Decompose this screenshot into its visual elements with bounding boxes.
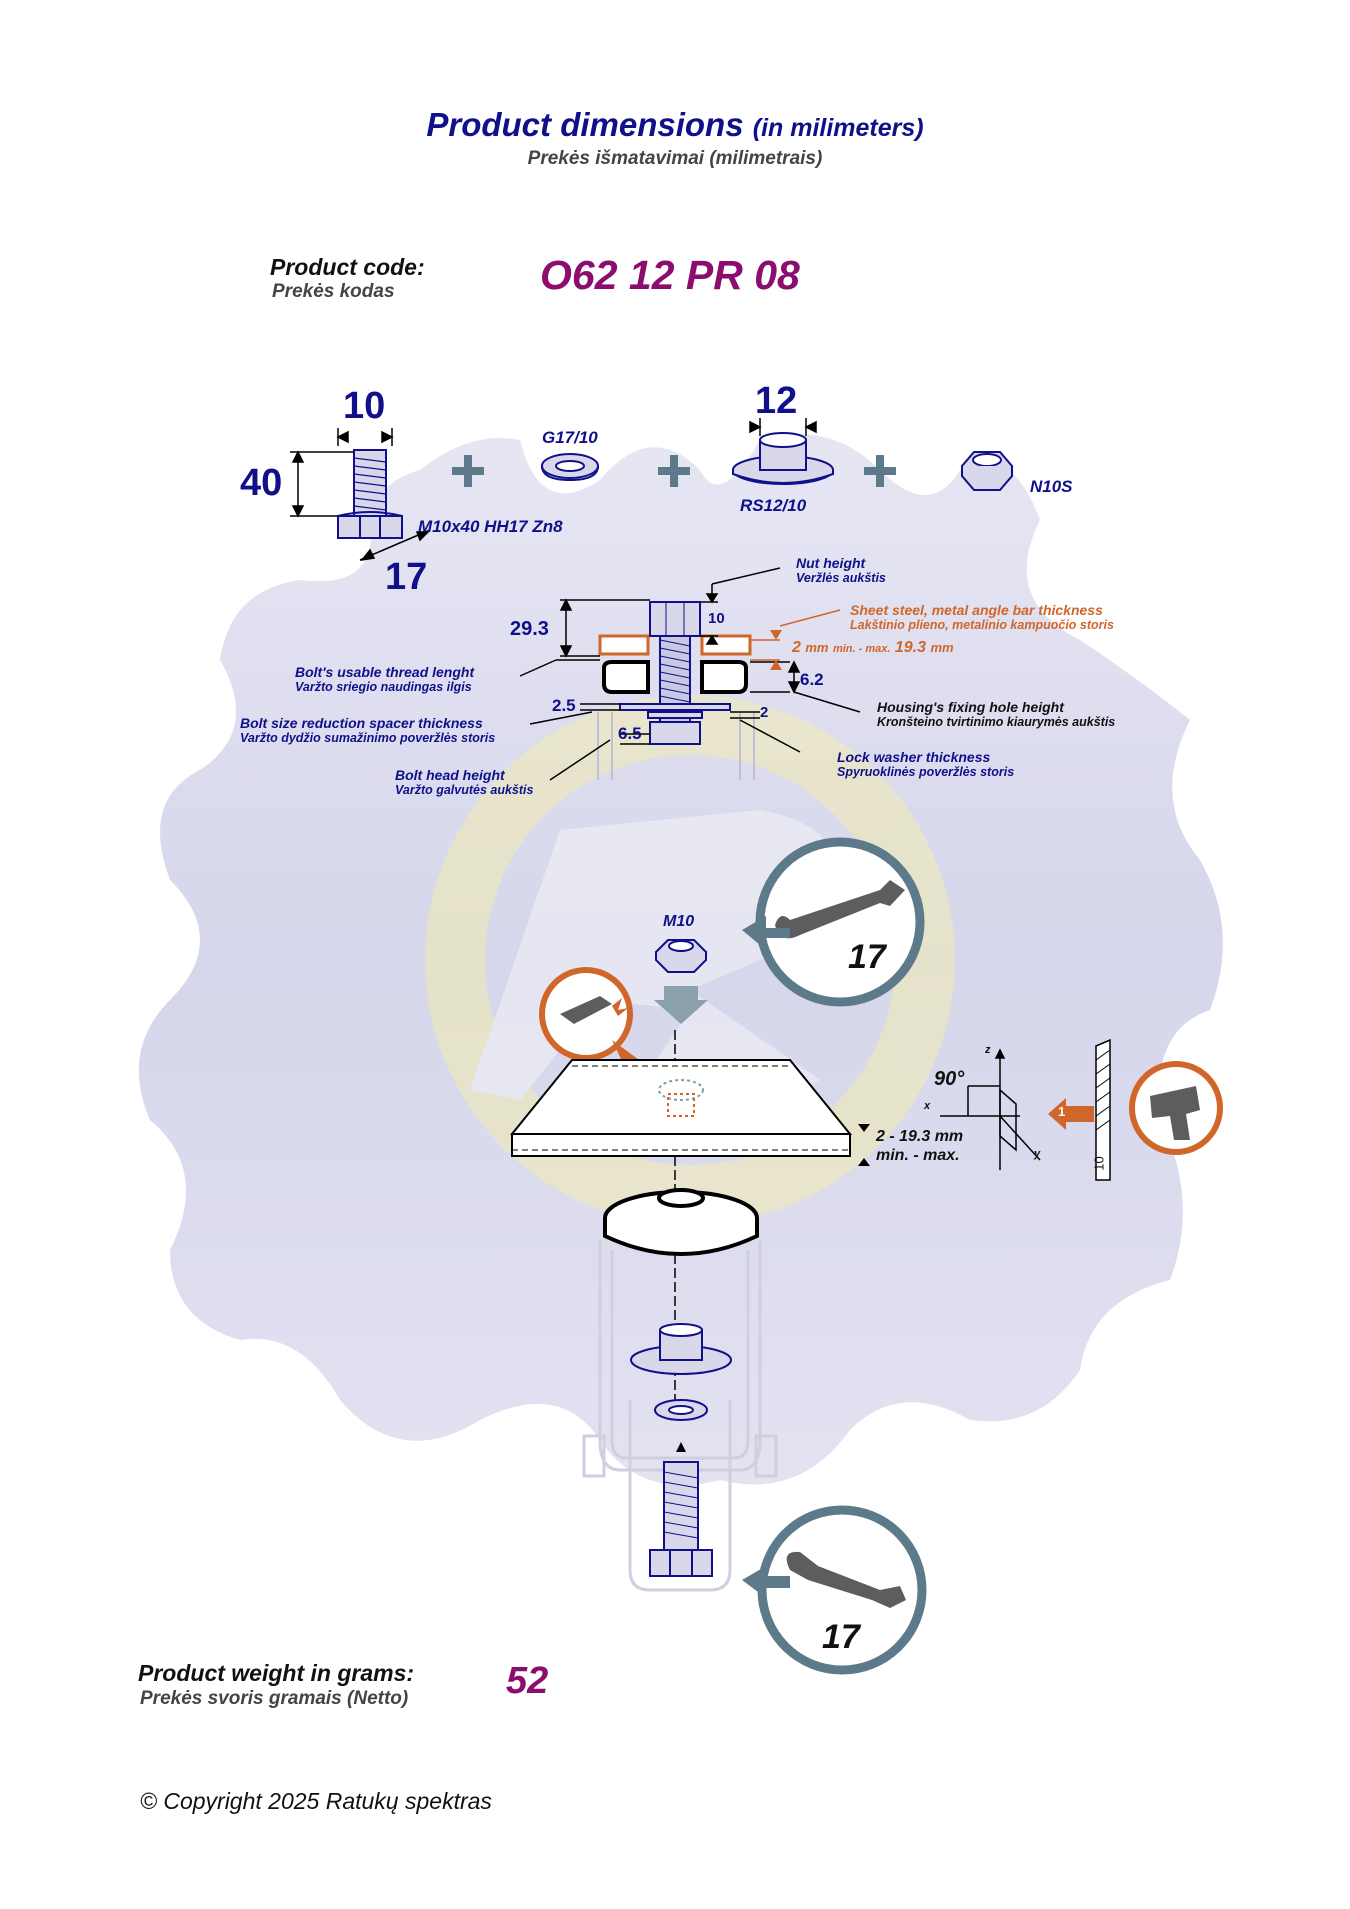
down-arrow-icon	[654, 986, 708, 1024]
bolt-drawing	[337, 449, 403, 539]
weight-label-lt: Prekės svoris gramais (Netto)	[140, 1688, 409, 1709]
plate-range: 2 - 19.3 mm	[876, 1128, 964, 1145]
axis-y: y	[1034, 1148, 1041, 1160]
product-code-label-lt: Prekės kodas	[272, 281, 395, 302]
nut-height-en: Nut height	[796, 555, 866, 571]
bolt-head-value: 6.5	[618, 724, 642, 743]
plate-minmax: min. - max.	[876, 1147, 960, 1164]
assembly-washer	[603, 1188, 759, 1256]
title-unit: (in milimeters)	[752, 114, 924, 142]
sheet-thickness-label: Sheet steel, metal angle bar thickness L…	[850, 603, 1114, 633]
head-label: Bolt head height Varžto galvutės aukštis	[395, 768, 533, 798]
assembly-spacer	[630, 1323, 732, 1421]
spacer-en: Bolt size reduction spacer thickness	[240, 715, 483, 731]
washer-drawing	[732, 432, 834, 485]
spacer-label: Bolt size reduction spacer thickness Var…	[240, 716, 495, 746]
cross-section-dimension-lines	[519, 567, 861, 781]
head-en: Bolt head height	[395, 767, 505, 783]
lock-en: Lock washer thickness	[837, 749, 991, 765]
nut-name: N10S	[1030, 477, 1073, 496]
sheet-range: 2 mm min. - max. 19.3 mm	[792, 639, 954, 657]
usable-height-value: 29.3	[510, 618, 549, 640]
assembly-nut	[654, 939, 708, 973]
mounting-plate	[509, 1059, 853, 1157]
nut-height-lt: Veržlės aukštis	[796, 571, 886, 585]
sheet-max: 19.3	[894, 639, 926, 656]
assembly-bolt	[649, 1461, 713, 1577]
housing-hole-value: 6.2	[800, 670, 824, 689]
bolt-length: 40	[240, 462, 283, 504]
left-arrow-icon	[1048, 1098, 1094, 1130]
title-main: Product dimensions	[426, 106, 744, 143]
thread-en: Bolt's usable thread lenght	[295, 664, 475, 680]
copyright: © Copyright 2025 Ratukų spektras	[140, 1788, 492, 1814]
sheet-mm-1: mm	[805, 640, 829, 655]
head-lt: Varžto galvutės aukštis	[395, 783, 534, 797]
product-code-label: Product code:	[270, 254, 425, 280]
page-title: Product dimensions (in milimeters)	[0, 106, 1350, 144]
wrench-bottom-size: 17	[822, 1618, 860, 1656]
spacer-value: 2.5	[552, 696, 576, 715]
bolt-diameter: 10	[343, 385, 386, 427]
thread-lt: Varžto sriegio naudingas ilgis	[295, 680, 472, 694]
axis-x: x	[924, 1100, 931, 1112]
drill-bit-drawing	[1095, 1038, 1111, 1181]
housing-lt: Kronšteino tvirtinimo kiaurymės aukštis	[877, 715, 1116, 729]
product-code-value: O62 12 PR 08	[540, 252, 800, 298]
bolt-head-size: 17	[385, 556, 428, 598]
welding-icon	[539, 967, 650, 1074]
plate-dimension-markers	[858, 1124, 870, 1166]
washer-dimension-lines	[749, 418, 817, 436]
axis-z: z	[985, 1044, 991, 1056]
thread-label: Bolt's usable thread lenght Varžto srieg…	[295, 665, 474, 695]
lock-washer-drawing	[541, 453, 599, 482]
weight-label: Product weight in grams:	[138, 1660, 415, 1686]
nut-height-label: Nut height Veržlės aukštis	[796, 556, 886, 586]
assembly-nut-label: M10	[663, 913, 695, 930]
sheet-minmax: min. - max.	[832, 643, 891, 655]
washer-diameter: 12	[755, 380, 798, 422]
wrench-icon-top[interactable]	[742, 837, 925, 1007]
sheet-min: 2	[792, 639, 801, 656]
wrench-icon-bottom[interactable]	[742, 1505, 927, 1675]
plus-icon	[452, 455, 896, 487]
housing-label: Housing's fixing hole height Kronšteino …	[877, 700, 1115, 730]
wrench-top-size: 17	[848, 938, 886, 976]
bolt-dimension-lines	[290, 428, 431, 562]
sheet-mm-2: mm	[930, 640, 954, 655]
washer-name: RS12/10	[740, 496, 807, 515]
sheet-lt: Lakštinio plieno, metalinio kampuočio st…	[850, 618, 1114, 632]
spacer-lt: Varžto dydžio sumažinimo poveržlės stori…	[240, 731, 496, 745]
angle-axis-indicator	[940, 1048, 1041, 1170]
housing-en: Housing's fixing hole height	[877, 699, 1064, 715]
lock-washer-value: 2	[760, 704, 769, 721]
bolt-name: M10x40 HH17 Zn8	[418, 517, 563, 536]
drill-icon	[1129, 1061, 1223, 1155]
lock-washer-name: G17/10	[542, 428, 598, 447]
nut-height-value: 10	[708, 610, 725, 627]
lock-lt: Spyruoklinės poveržlės storis	[837, 765, 1015, 779]
nut-drawing	[960, 451, 1014, 491]
sheet-en: Sheet steel, metal angle bar thickness	[850, 602, 1103, 618]
page-subtitle: Prekės išmatavimai (milimetrais)	[527, 148, 823, 169]
angle-value: 90°	[934, 1068, 965, 1090]
drill-size: 10	[1091, 1156, 1107, 1171]
up-arrow-marker	[676, 1442, 686, 1452]
weight-value: 52	[506, 1660, 549, 1702]
step-number: 1	[1058, 1104, 1066, 1119]
lock-label: Lock washer thickness Spyruoklinės pover…	[837, 750, 1014, 780]
